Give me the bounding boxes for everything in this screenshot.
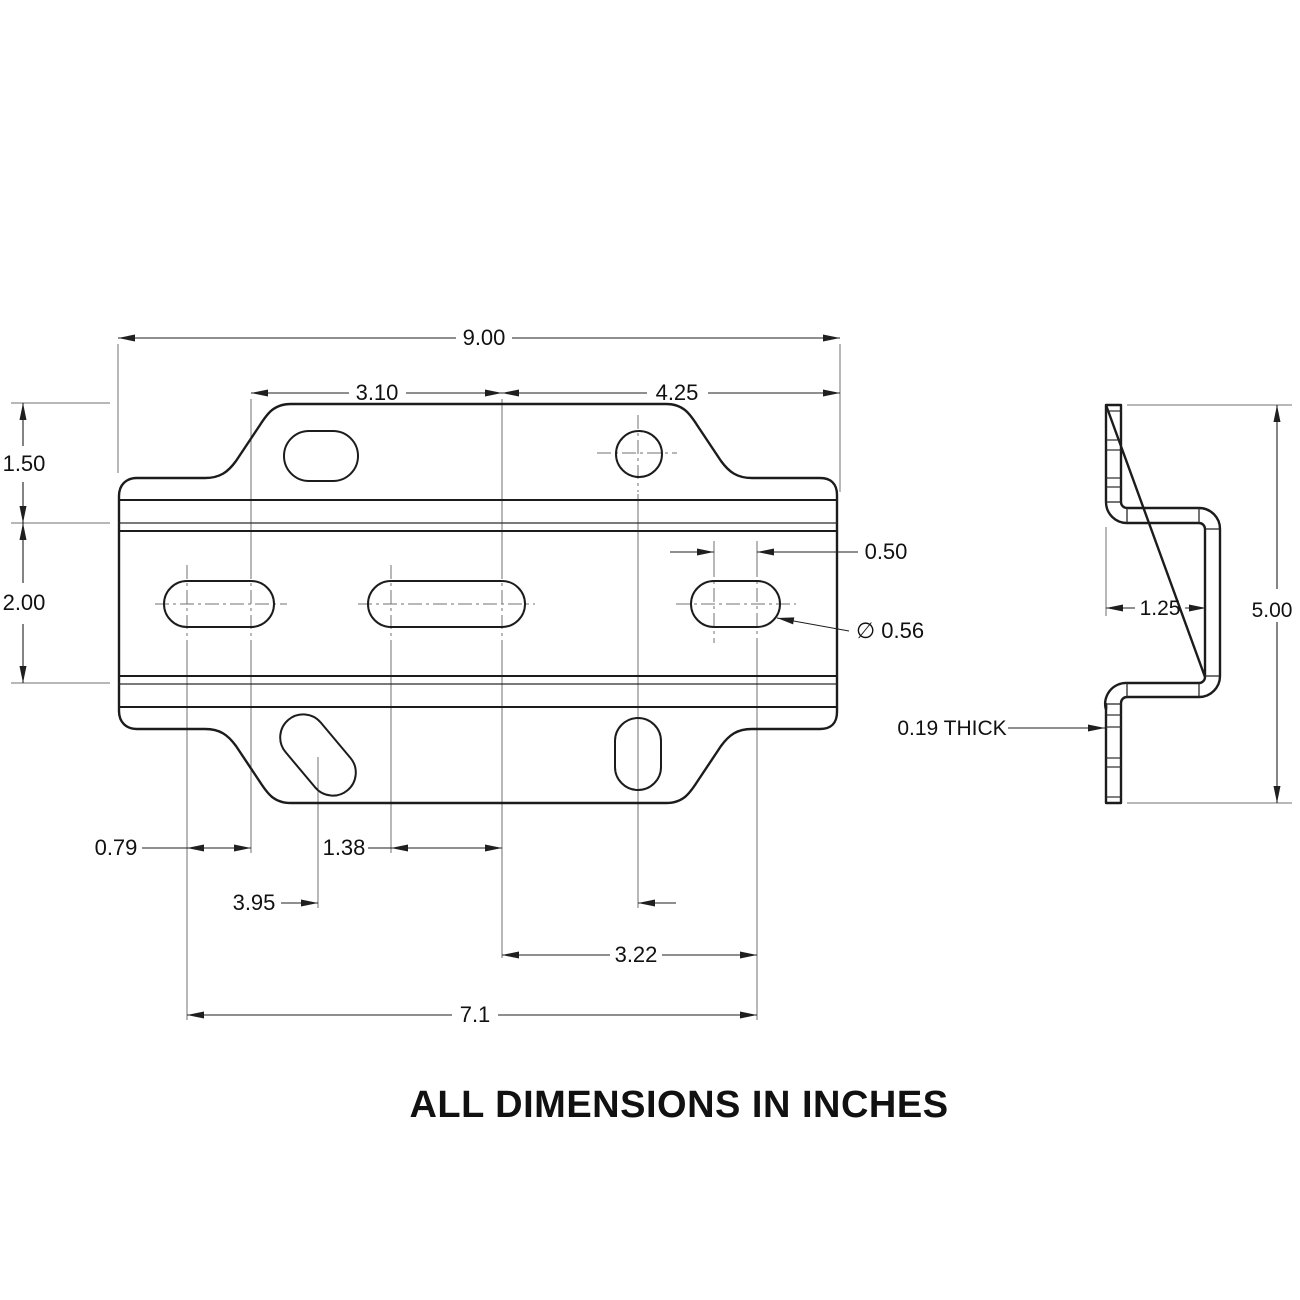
drawing-note: ALL DIMENSIONS IN INCHES bbox=[409, 1084, 948, 1126]
dim-center-slot-length: 1.38 bbox=[323, 835, 366, 860]
dim-flange-height: 1.50 bbox=[3, 451, 46, 476]
side-feature-ticks bbox=[1106, 410, 1121, 798]
dim-tab-left-offset: 3.10 bbox=[356, 380, 399, 405]
dim-slot-center-spacing: 0.50 bbox=[865, 539, 908, 564]
mid-center-slot bbox=[367, 580, 526, 628]
dim-thickness-note: 0.19 THICK bbox=[897, 717, 1006, 740]
dim-body-height: 2.00 bbox=[3, 590, 46, 615]
bottom-right-slot bbox=[614, 717, 662, 791]
dimension-labels: 9.00 3.10 4.25 1.50 2.00 0.50 ∅ 0.56 0.7… bbox=[3, 325, 1293, 1027]
mid-left-slot bbox=[163, 580, 275, 628]
front-view bbox=[117, 402, 839, 805]
dim-left-hole-offset: 3.95 bbox=[233, 890, 276, 915]
dim-overall-width: 9.00 bbox=[463, 325, 506, 350]
dim-left-slot-length: 0.79 bbox=[95, 835, 138, 860]
front-outline bbox=[117, 402, 839, 805]
bottom-left-angled-slot bbox=[279, 713, 357, 797]
top-left-slot bbox=[283, 430, 359, 482]
dimension-lines bbox=[19, 334, 1281, 1019]
dim-offset-depth: 1.25 bbox=[1140, 597, 1181, 620]
dim-slot-span: 7.1 bbox=[460, 1002, 491, 1027]
dim-slot-diameter: ∅ 0.56 bbox=[856, 618, 924, 643]
mid-right-slot bbox=[690, 580, 781, 628]
dim-right-hole-offset: 3.22 bbox=[615, 942, 658, 967]
extension-lines bbox=[11, 344, 1292, 1020]
dim-tab-right-offset: 4.25 bbox=[656, 380, 699, 405]
top-right-hole bbox=[615, 430, 663, 478]
side-view bbox=[1103, 403, 1222, 805]
dim-overall-height: 5.00 bbox=[1252, 599, 1293, 622]
